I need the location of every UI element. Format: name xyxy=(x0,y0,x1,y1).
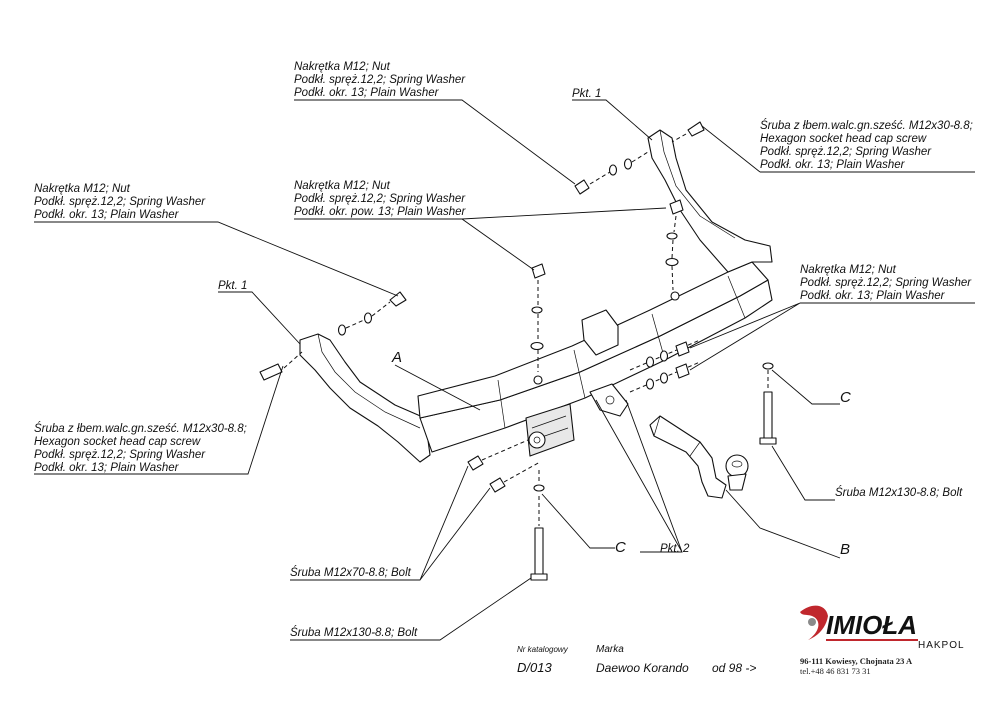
imiola-logo: IMIOŁA HAKPOL 96-111 Kowiesy, Chojnata 2… xyxy=(800,605,965,676)
leader-lines xyxy=(34,99,975,641)
screw-left-line-2: Hexagon socket head cap screw xyxy=(34,436,201,448)
catalog-number: D/013 xyxy=(517,660,552,675)
logo-address: 96-111 Kowiesy, Chojnata 23 A xyxy=(800,656,913,666)
pkt2-label: Pkt. 2 xyxy=(660,543,690,555)
nut-right-line-1: Nakrętka M12; Nut xyxy=(800,264,897,276)
bolt-right-label: Śruba M12x130-8.8; Bolt xyxy=(835,486,963,499)
logo-sub: HAKPOL xyxy=(918,640,965,651)
nut-top-line-1: Nakrętka M12; Nut xyxy=(294,61,391,73)
model-years: od 98 -> xyxy=(712,661,756,675)
catalog-header: Nr katalogowy xyxy=(517,645,569,654)
nut-right-line-3: Podkł. okr. 13; Plain Washer xyxy=(800,290,946,302)
callout-screw-left: Śruba z łbem.walc.gn.sześć. M12x30-8.8; … xyxy=(34,422,247,474)
nut-left-line-1: Nakrętka M12; Nut xyxy=(34,183,131,195)
callout-nut-right: Nakrętka M12; Nut Podkł. spręż.12,2; Spr… xyxy=(800,264,972,302)
part-c-bottom-label: C xyxy=(615,539,626,556)
make-header: Marka xyxy=(596,644,624,655)
callout-nut-mid: Nakrętka M12; Nut Podkł. spręż.12,2; Spr… xyxy=(294,180,466,218)
nut-right-line-2: Podkł. spręż.12,2; Spring Washer xyxy=(800,277,972,289)
nut-left-line-2: Podkł. spręż.12,2; Spring Washer xyxy=(34,196,206,208)
bolt-70-label: Śruba M12x70-8.8; Bolt xyxy=(290,566,412,579)
nut-mid-line-3: Podkł. okr. pow. 13; Plain Washer xyxy=(294,206,466,218)
screw-right-line-3: Podkł. spręż.12,2; Spring Washer xyxy=(760,146,932,158)
nut-left-line-3: Podkł. okr. 13; Plain Washer xyxy=(34,209,180,221)
fasteners xyxy=(259,121,777,581)
screw-left-line-1: Śruba z łbem.walc.gn.sześć. M12x30-8.8; xyxy=(34,422,247,435)
part-c-right-label: C xyxy=(840,389,851,406)
part-a-label: A xyxy=(391,349,402,366)
nut-top-line-2: Podkł. spręż.12,2; Spring Washer xyxy=(294,74,466,86)
nut-mid-line-1: Nakrętka M12; Nut xyxy=(294,180,391,192)
screw-right-line-4: Podkł. okr. 13; Plain Washer xyxy=(760,159,906,171)
screw-left-line-4: Podkł. okr. 13; Plain Washer xyxy=(34,462,180,474)
logo-swoosh-icon xyxy=(800,605,828,640)
logo-ball-icon xyxy=(808,618,816,626)
callout-nut-left: Nakrętka M12; Nut Podkł. spręż.12,2; Spr… xyxy=(34,183,206,221)
nut-mid-line-2: Podkł. spręż.12,2; Spring Washer xyxy=(294,193,466,205)
callout-screw-right: Śruba z łbem.walc.gn.sześć. M12x30-8.8; … xyxy=(760,119,973,171)
bolt-130-bottom-label: Śruba M12x130-8.8; Bolt xyxy=(290,626,418,639)
part-b-label: B xyxy=(840,541,850,558)
screw-left-line-3: Podkł. spręż.12,2; Spring Washer xyxy=(34,449,206,461)
vehicle-make: Daewoo Korando xyxy=(596,661,689,675)
pkt1-top-label: Pkt. 1 xyxy=(572,88,601,100)
callout-nut-top: Nakrętka M12; Nut Podkł. spręż.12,2; Spr… xyxy=(294,61,466,99)
pkt1-left-label: Pkt. 1 xyxy=(218,280,247,292)
screw-right-line-1: Śruba z łbem.walc.gn.sześć. M12x30-8.8; xyxy=(760,119,973,132)
nut-top-line-3: Podkł. okr. 13; Plain Washer xyxy=(294,87,440,99)
logo-brand: IMIOŁA xyxy=(826,610,917,640)
main-crossbar xyxy=(299,129,773,463)
screw-right-line-2: Hexagon socket head cap screw xyxy=(760,133,927,145)
tow-ball-hitch xyxy=(649,415,749,499)
title-block: Nr katalogowy Marka D/013 Daewoo Korando… xyxy=(517,644,756,675)
logo-phone: tel.+48 46 831 73 31 xyxy=(800,666,871,676)
